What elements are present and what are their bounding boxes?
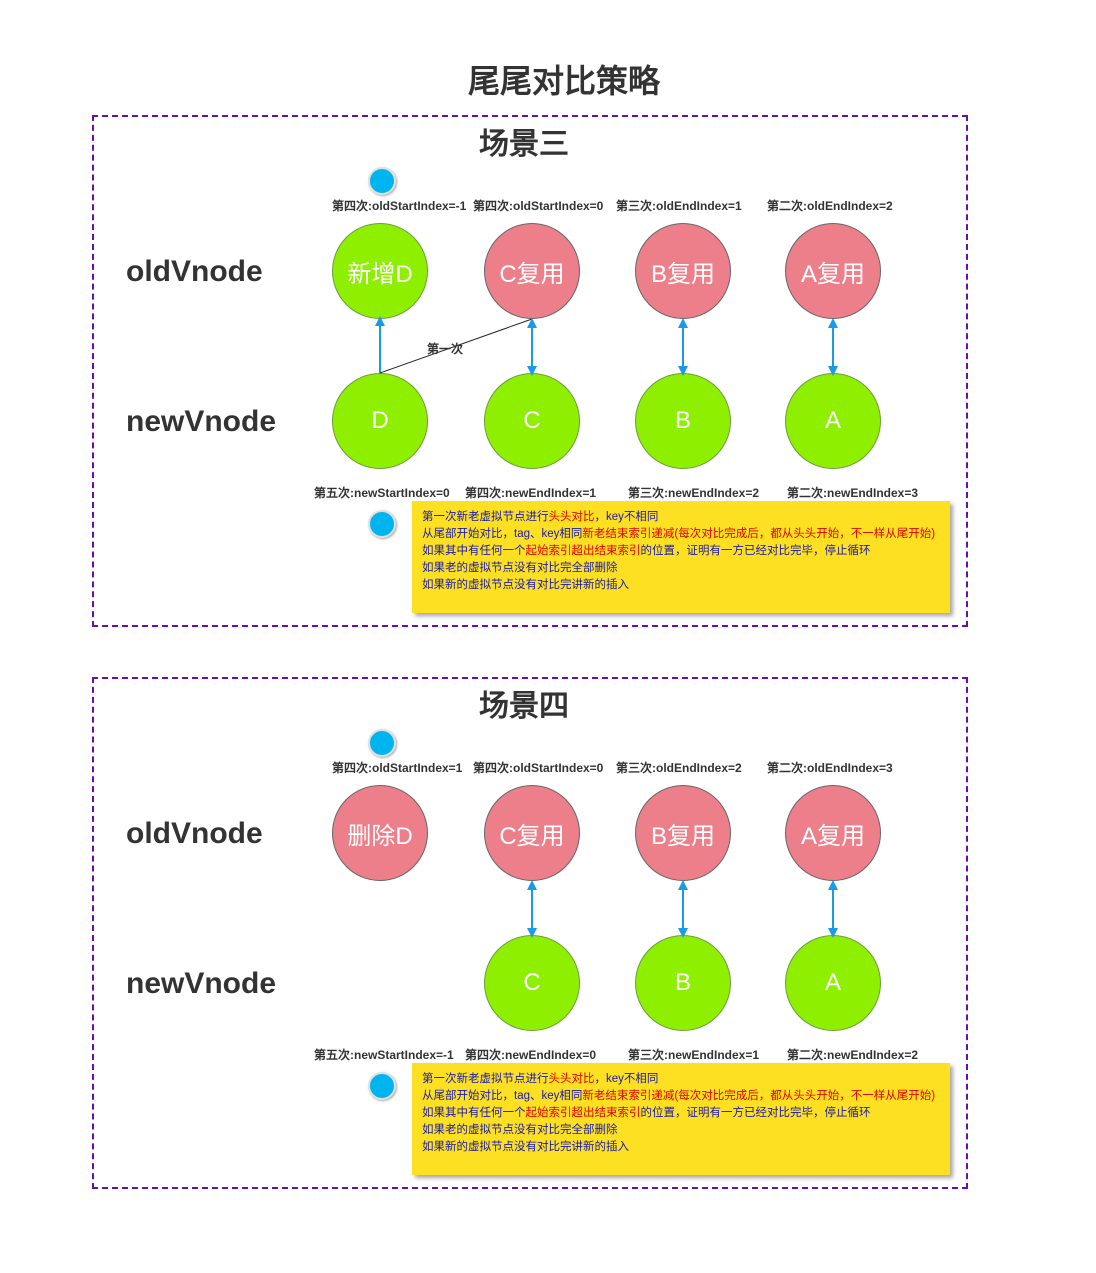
- note-line-2: 从尾部开始对比，tag、key相同新老结束索引递减(每次对比完成后，都从头头开始…: [422, 528, 936, 540]
- old-node-b: B复用: [635, 223, 731, 319]
- new-index-label: 第四次:newEndIndex=1: [465, 486, 597, 500]
- new-node-d: D: [332, 373, 428, 469]
- scene-four: 场景四 第四次:oldStartIndex=1 第四次:oldStartInde…: [92, 677, 968, 1189]
- start-marker-icon: [368, 1072, 396, 1100]
- old-index-label: 第三次:oldEndIndex=2: [616, 761, 742, 775]
- explanation-note: 第一次新老虚拟节点进行头头对比，key不相同 从尾部开始对比，tag、key相同…: [412, 1063, 950, 1175]
- new-node-b: B: [635, 935, 731, 1031]
- explanation-note: 第一次新老虚拟节点进行头头对比，key不相同 从尾部开始对比，tag、key相同…: [412, 501, 950, 613]
- note-line-2: 从尾部开始对比，tag、key相同新老结束索引递减(每次对比完成后，都从头头开始…: [422, 1090, 936, 1102]
- new-index-label: 第三次:newEndIndex=1: [628, 1048, 760, 1062]
- start-marker-icon: [368, 729, 396, 757]
- start-marker-icon: [368, 167, 396, 195]
- old-index-label: 第四次:oldStartIndex=-1: [332, 199, 467, 213]
- old-index-label: 第四次:oldStartIndex=1: [332, 761, 463, 775]
- old-index-label: 第三次:oldEndIndex=1: [616, 199, 742, 213]
- scene-three: 场景三 第四次:oldStartIndex=-1 第四次:oldStartInd…: [92, 115, 968, 627]
- new-index-label: 第四次:newEndIndex=0: [465, 1048, 597, 1062]
- note-line-4: 如果老的虚拟节点没有对比完全部删除: [422, 562, 618, 574]
- new-index-label: 第五次:newStartIndex=0: [314, 486, 450, 500]
- new-index-label: 第三次:newEndIndex=2: [628, 486, 760, 500]
- note-line-1: 第一次新老虚拟节点进行头头对比，key不相同: [422, 1073, 659, 1085]
- new-node-c: C: [484, 935, 580, 1031]
- old-vnode-label: oldVnode: [126, 817, 263, 850]
- new-node-a: A: [785, 373, 881, 469]
- old-index-label: 第四次:oldStartIndex=0: [473, 199, 604, 213]
- new-node-a: A: [785, 935, 881, 1031]
- new-index-label: 第五次:newStartIndex=-1: [314, 1048, 454, 1062]
- old-index-label: 第二次:oldEndIndex=3: [767, 761, 893, 775]
- new-vnode-label: newVnode: [126, 405, 277, 438]
- old-node-c: C复用: [484, 223, 580, 319]
- old-node-c: C复用: [484, 785, 580, 881]
- old-node-b: B复用: [635, 785, 731, 881]
- old-index-label: 第二次:oldEndIndex=2: [767, 199, 893, 213]
- page-title: 尾尾对比策略: [467, 63, 660, 99]
- scene-title: 场景三: [479, 128, 569, 161]
- note-line-4: 如果老的虚拟节点没有对比完全部删除: [422, 1124, 618, 1136]
- note-line-5: 如果新的虚拟节点没有对比完讲新的插入: [422, 579, 629, 591]
- new-index-label: 第二次:newEndIndex=2: [787, 1048, 919, 1062]
- new-node-b: B: [635, 373, 731, 469]
- first-compare-line: [379, 318, 533, 374]
- new-index-label: 第二次:newEndIndex=3: [787, 486, 919, 500]
- note-line-1: 第一次新老虚拟节点进行头头对比，key不相同: [422, 511, 659, 523]
- note-line-3: 如果其中有任何一个起始索引超出结束索引的位置，证明有一方已经对比完毕，停止循环: [422, 545, 871, 557]
- new-vnode-label: newVnode: [126, 967, 277, 1000]
- first-step-label: 第一次: [427, 342, 464, 356]
- old-node-a: A复用: [785, 223, 881, 319]
- old-node-delete-d: 删除D: [332, 785, 428, 881]
- connector-lines: [375, 316, 838, 376]
- new-node-c: C: [484, 373, 580, 469]
- old-node-a: A复用: [785, 785, 881, 881]
- note-line-5: 如果新的虚拟节点没有对比完讲新的插入: [422, 1141, 629, 1153]
- scene-title: 场景四: [479, 690, 569, 723]
- note-line-3: 如果其中有任何一个起始索引超出结束索引的位置，证明有一方已经对比完毕，停止循环: [422, 1107, 871, 1119]
- old-index-label: 第四次:oldStartIndex=0: [473, 761, 604, 775]
- old-vnode-label: oldVnode: [126, 255, 263, 288]
- old-node-new-d: 新增D: [332, 223, 428, 319]
- start-marker-icon: [368, 510, 396, 538]
- connector-lines: [527, 880, 838, 938]
